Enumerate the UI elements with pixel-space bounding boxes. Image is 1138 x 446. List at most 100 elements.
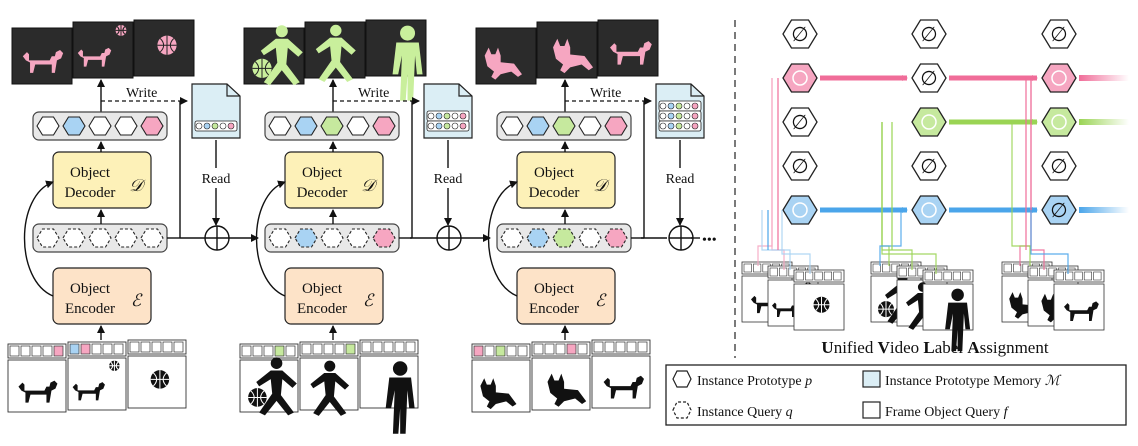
dog-shape bbox=[77, 47, 112, 67]
memory-slot bbox=[443, 112, 451, 120]
frame-object-query bbox=[544, 343, 555, 355]
frame-object-query bbox=[1074, 271, 1083, 281]
frame-object-query bbox=[805, 271, 814, 281]
decoder-box bbox=[516, 151, 616, 209]
legend-memory-icon bbox=[862, 370, 881, 388]
empty-symbol: ∅ bbox=[791, 24, 808, 46]
track-fade bbox=[1079, 119, 1129, 125]
assignment-hex bbox=[911, 19, 947, 49]
instance-prototype bbox=[552, 116, 576, 136]
decoder-symbol: 𝒟 bbox=[361, 176, 378, 196]
label-assignment-panel: ∅∅∅∅∅∅∅∅∅ bbox=[741, 19, 1129, 352]
input-frame bbox=[67, 341, 127, 411]
person-body bbox=[260, 38, 303, 86]
person-head bbox=[392, 361, 408, 376]
instance-glyph bbox=[921, 202, 937, 218]
frame-object-query bbox=[285, 345, 296, 357]
assignment-link bbox=[1011, 122, 1031, 266]
instance-prototype bbox=[526, 116, 550, 136]
ball-lines bbox=[878, 301, 894, 318]
memory-slot bbox=[451, 112, 459, 120]
person-head bbox=[324, 360, 336, 372]
frame-object-query bbox=[934, 271, 943, 281]
instance-query bbox=[372, 228, 396, 248]
memory-slot bbox=[683, 102, 691, 110]
memory-slot bbox=[435, 122, 443, 130]
empty-symbol: ∅ bbox=[791, 112, 808, 134]
frame-object-query bbox=[42, 345, 53, 357]
dog-shape bbox=[772, 301, 800, 317]
frame-object-query bbox=[882, 263, 891, 273]
kitten-shape bbox=[553, 38, 594, 74]
dog-shape bbox=[72, 382, 105, 401]
assignment-cell: ∅ bbox=[911, 151, 947, 181]
assignment-hex bbox=[911, 63, 947, 93]
frame-object-query bbox=[274, 345, 285, 357]
basketball bbox=[248, 388, 267, 407]
instance-prototype bbox=[140, 116, 164, 136]
frame-object-query bbox=[241, 345, 252, 357]
instance-glyph bbox=[921, 114, 937, 130]
frame-object-query bbox=[20, 345, 31, 357]
track-fade bbox=[1079, 207, 1129, 213]
decoder-label-line1: Object bbox=[70, 165, 111, 181]
frame-object-query bbox=[263, 345, 274, 357]
frame-object-query bbox=[173, 341, 184, 353]
frame-object-query bbox=[1093, 271, 1102, 281]
svg-text:Instance Prototype p: Instance Prototype p bbox=[697, 374, 812, 389]
legend-memory-label: Instance Prototype Memory bbox=[885, 374, 1041, 389]
frame-object-query bbox=[593, 341, 604, 353]
frame-object-query bbox=[924, 271, 933, 281]
frame-object-query bbox=[898, 267, 907, 277]
input-frame bbox=[299, 341, 359, 416]
read-label-bg bbox=[425, 168, 471, 188]
ball-lines bbox=[115, 25, 127, 36]
instance-prototype bbox=[114, 116, 138, 136]
empty-symbol: ∅ bbox=[920, 156, 937, 178]
read-label-bg bbox=[193, 168, 239, 188]
svg-text:Instance Query q: Instance Query q bbox=[697, 405, 793, 420]
assignment-title: Unified Video Label Assignment bbox=[821, 338, 1048, 357]
dog-silhouette bbox=[77, 47, 112, 67]
assignment-cell: ∅ bbox=[911, 63, 947, 93]
dog-silhouette bbox=[72, 382, 105, 401]
memory-slot bbox=[675, 102, 683, 110]
frame-object-query bbox=[1083, 271, 1092, 281]
decoder-label-line1: Object bbox=[534, 165, 575, 181]
frame-object-query bbox=[1013, 263, 1022, 273]
person-silhouette bbox=[256, 357, 297, 416]
frame-object-query bbox=[372, 341, 383, 353]
ball-lines bbox=[813, 296, 830, 313]
assignment-frames bbox=[870, 261, 974, 352]
legend-frame-query-symbol: f bbox=[1004, 405, 1010, 420]
instance-query bbox=[36, 228, 60, 248]
assignment-cell bbox=[911, 195, 947, 225]
assignment-hex bbox=[1041, 151, 1077, 181]
basketball bbox=[150, 370, 170, 389]
frame-object-query bbox=[345, 343, 356, 355]
frame-object-query bbox=[506, 345, 517, 357]
memory-slot bbox=[435, 112, 443, 120]
assignment-hex bbox=[1041, 195, 1077, 225]
kitten-silhouette bbox=[484, 47, 522, 80]
frame-object-query bbox=[743, 263, 752, 273]
instance-prototype bbox=[346, 116, 370, 136]
frame-object-query bbox=[69, 343, 80, 355]
frame-object-query bbox=[334, 343, 345, 355]
instance-query bbox=[346, 228, 370, 248]
frame-object-query bbox=[555, 343, 566, 355]
kitten-shape bbox=[480, 378, 517, 410]
dog-shape bbox=[603, 375, 644, 399]
decoder-label-line1: Object bbox=[302, 165, 343, 181]
output-mask-frame bbox=[475, 27, 537, 85]
track-arrows bbox=[820, 207, 1129, 213]
prototype-memory bbox=[191, 83, 241, 139]
person-body bbox=[315, 37, 356, 82]
mask-frame-bg bbox=[11, 27, 73, 85]
memory-slot bbox=[691, 112, 699, 120]
dog-silhouette bbox=[610, 41, 652, 65]
frame-object-query bbox=[31, 345, 42, 357]
assignment-hex bbox=[782, 195, 818, 225]
